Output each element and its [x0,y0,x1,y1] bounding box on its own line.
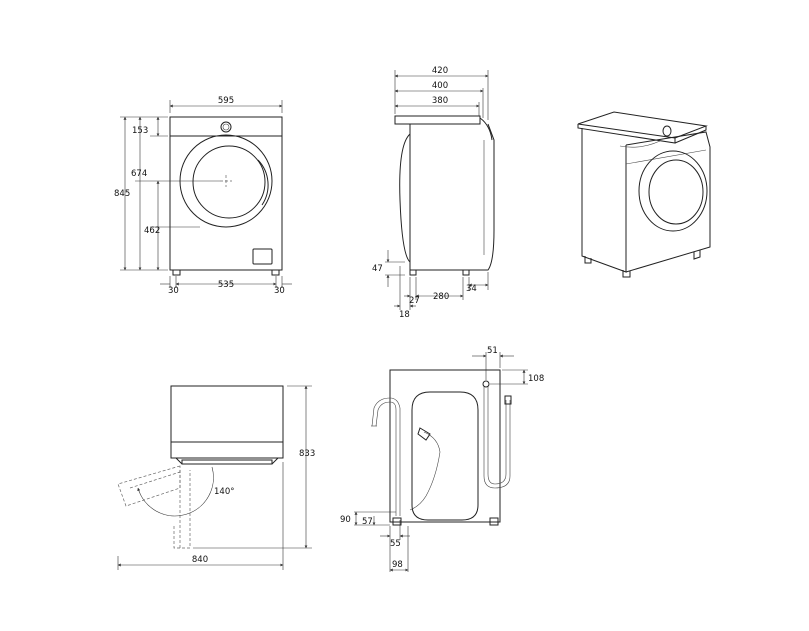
dim-door-center: 674 [131,169,147,179]
dim-depth-body: 380 [432,96,448,106]
top-body [170,385,284,459]
side-door-profile [399,133,411,263]
dim-depth-door: 400 [432,81,448,91]
dim-drain-x-total: 98 [392,560,403,570]
filter-hatch [252,248,273,265]
dim-foot-offset-front: 18 [399,310,410,320]
dim-foot-offset-rear: 34 [466,284,477,294]
dim-width: 595 [218,96,234,106]
dim-foot-spacing: 280 [433,292,449,302]
side-top-panel [394,115,481,125]
top-view: 140° 833 840 [117,385,315,570]
door-open-ghost [117,465,181,507]
dim-foot-height: 47 [372,264,383,274]
dim-foot-offset-inner: 27 [409,296,420,306]
inlet-connector-icon [504,395,512,405]
program-knob-icon [220,121,232,133]
dim-total-height: 845 [114,189,130,199]
rear-body [389,369,501,523]
side-body [409,123,495,271]
front-view: 595 153 674 845 462 30 535 30 [114,96,292,296]
front-body [169,116,283,271]
plug-icon [417,427,431,441]
dim-height: 833 [299,449,315,459]
perspective-view [577,111,711,278]
foot-right [271,269,280,276]
rear-panel [411,391,479,521]
door-closed [175,457,279,465]
power-cord [409,431,441,511]
dim-drain-height: 90 [340,515,351,525]
door-glass [192,145,266,219]
side-view: 420 400 380 47 34 280 27 18 [372,66,495,320]
dim-drain-x: 55 [390,539,401,549]
dim-door-angle: 140° [214,487,234,497]
dim-foot-span: 535 [218,280,234,290]
dim-inlet-y: 108 [528,374,544,384]
door-3d [638,150,708,232]
dim-depth-overall: 420 [432,66,448,76]
dim-drain-offset: 57 [362,517,373,527]
foot-left [172,269,181,276]
dim-inlet-x: 51 [487,346,498,356]
dim-foot-left: 30 [168,286,179,296]
dim-foot-right: 30 [274,286,285,296]
dim-total-depth: 840 [192,555,208,565]
dim-door-bottom: 462 [144,226,160,236]
rear-view: 51 108 90 57 55 98 [340,346,544,572]
machine-top-icon [577,111,708,139]
inlet-hose [483,386,511,489]
drain-hose [371,397,401,516]
